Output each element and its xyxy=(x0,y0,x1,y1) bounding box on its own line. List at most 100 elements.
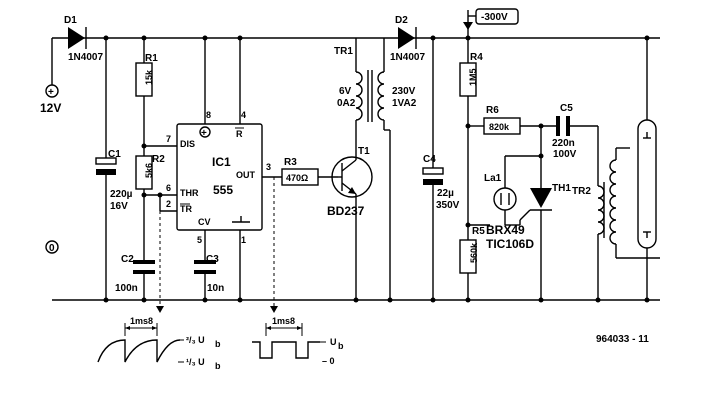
r2-ref: R2 xyxy=(152,154,165,165)
wave2-high-sub: b xyxy=(338,341,344,351)
pin-thr-label: THR xyxy=(180,188,199,198)
r4-value: 1M5 xyxy=(468,68,478,86)
r3-value: 470Ω xyxy=(286,173,308,183)
d1-ref: D1 xyxy=(64,15,77,26)
c3-ref: C3 xyxy=(206,254,219,265)
pin-8-number: 8 xyxy=(206,110,211,120)
pin-7-number: 7 xyxy=(166,134,171,144)
transistor-t1: T1 BD237 xyxy=(327,130,373,300)
r4-ref: R4 xyxy=(470,52,483,63)
r6-value: 820k xyxy=(489,122,510,132)
wave1-low-level: ¹/₃ U xyxy=(186,357,205,367)
r2-value: 5k6 xyxy=(144,163,154,178)
r1-ref: R1 xyxy=(145,53,158,64)
c2-value: 100n xyxy=(115,283,138,294)
r3-ref: R3 xyxy=(284,157,297,168)
r5-value: 560k xyxy=(469,242,479,263)
ic1-555: + IC1 555 DIS THR TR CV OUT R 7 6 2 5 1 … xyxy=(166,110,271,245)
ic1-plus: + xyxy=(201,128,207,139)
pin-5-number: 5 xyxy=(197,235,202,245)
pin-reset-label: R xyxy=(236,129,243,139)
neon-lamp-la1: La1 xyxy=(468,155,541,226)
figure-id: 964033 - 11 xyxy=(596,334,649,345)
c5-value: 220n xyxy=(552,138,575,149)
d1-part: 1N4007 xyxy=(68,52,103,63)
r6-ref: R6 xyxy=(486,105,499,116)
pin-4-number: 4 xyxy=(241,110,246,120)
pin-1-number: 1 xyxy=(241,235,246,245)
resistor-r3: R3 470Ω xyxy=(281,157,338,186)
r5-ref: R5 xyxy=(472,226,485,237)
capacitor-c5: C5 220n 100V xyxy=(552,103,599,186)
flash-tube xyxy=(637,38,657,300)
pin-6-number: 6 xyxy=(166,183,171,193)
ic1-part: 555 xyxy=(213,183,233,197)
pin-2-number: 2 xyxy=(166,199,171,209)
c3-value: 10n xyxy=(207,283,224,294)
t1-ref: T1 xyxy=(358,146,370,157)
transformer-tr2: TR2 xyxy=(572,147,660,300)
transformer-tr1: TR1 6V 0A2 230V 1VA2 xyxy=(334,38,417,300)
capacitor-c4: C4 22µ 350V xyxy=(422,38,460,300)
diode-d2: D2 1N4007 xyxy=(390,15,425,63)
pin-tr-label: TR xyxy=(180,204,192,214)
hv-supply-value: -300V xyxy=(481,12,508,23)
tr1-primary-voltage: 6V xyxy=(339,86,352,97)
tr1-secondary-voltage: 230V xyxy=(392,86,416,97)
resistor-r2: R2 5k6 xyxy=(135,146,165,260)
c1-ref: C1 xyxy=(108,149,121,160)
resistor-r5: R5 560k xyxy=(459,225,485,300)
t1-part: BD237 xyxy=(327,204,365,218)
hv-supply-label: -300V xyxy=(463,8,519,38)
supply-12v: + 12V 0 xyxy=(40,38,61,254)
wave2-high-level: U xyxy=(330,337,337,347)
ground-zero: 0 xyxy=(49,243,55,254)
c4-value: 22µ xyxy=(437,188,454,199)
tr1-ref: TR1 xyxy=(334,46,353,57)
d2-part: 1N4007 xyxy=(390,52,425,63)
supply-plus: + xyxy=(48,87,54,98)
diode-d1: D1 1N4007 xyxy=(64,15,103,63)
pin-dis-label: DIS xyxy=(180,139,195,149)
waveform-output: 1ms8 U b – 0 xyxy=(252,316,344,366)
tr1-primary-current: 0A2 xyxy=(337,98,356,109)
r1-value: 15k xyxy=(144,69,154,85)
resistor-r6: R6 820k xyxy=(468,105,556,135)
tr2-ref: TR2 xyxy=(572,186,591,197)
wave1-period: 1ms8 xyxy=(130,316,153,326)
la1-ref: La1 xyxy=(484,173,502,184)
capacitor-c1: C1 220µ 16V xyxy=(95,38,133,300)
capacitor-c3: C3 10n xyxy=(194,254,224,300)
th1-part-2: TIC106D xyxy=(486,237,534,251)
th1-ref: TH1 xyxy=(552,183,571,194)
thyristor-th1: TH1 BRX49 TIC106D xyxy=(486,126,571,300)
c1-voltage: 16V xyxy=(110,201,128,212)
d2-ref: D2 xyxy=(395,15,408,26)
c5-voltage: 100V xyxy=(553,149,577,160)
wave2-low-level: – 0 xyxy=(322,356,335,366)
probe-lines xyxy=(156,177,278,313)
c2-ref: C2 xyxy=(121,254,134,265)
ic1-ref: IC1 xyxy=(212,155,231,169)
supply-voltage: 12V xyxy=(40,101,61,115)
junction-dots xyxy=(103,35,650,303)
c4-ref: C4 xyxy=(423,154,436,165)
c4-voltage: 350V xyxy=(436,200,460,211)
wave1-low-sub: b xyxy=(215,361,221,371)
pin-3-number: 3 xyxy=(266,162,271,172)
pin-out-label: OUT xyxy=(236,170,256,180)
waveform-threshold: 1ms8 ²/₃ U b ¹/₃ U b xyxy=(97,316,221,371)
c5-ref: C5 xyxy=(560,103,573,114)
wave1-high-level: ²/₃ U xyxy=(186,335,205,345)
wave1-high-sub: b xyxy=(215,339,221,349)
resistor-r4: R4 1M5 xyxy=(459,38,483,225)
wave2-period: 1ms8 xyxy=(272,316,295,326)
c1-value: 220µ xyxy=(110,189,133,200)
th1-part-1: BRX49 xyxy=(486,223,525,237)
capacitor-c2: C2 100n xyxy=(115,254,155,300)
resistor-r1: R1 15k xyxy=(135,38,158,146)
ic1-wiring xyxy=(144,38,282,300)
pin-cv-label: CV xyxy=(198,217,211,227)
